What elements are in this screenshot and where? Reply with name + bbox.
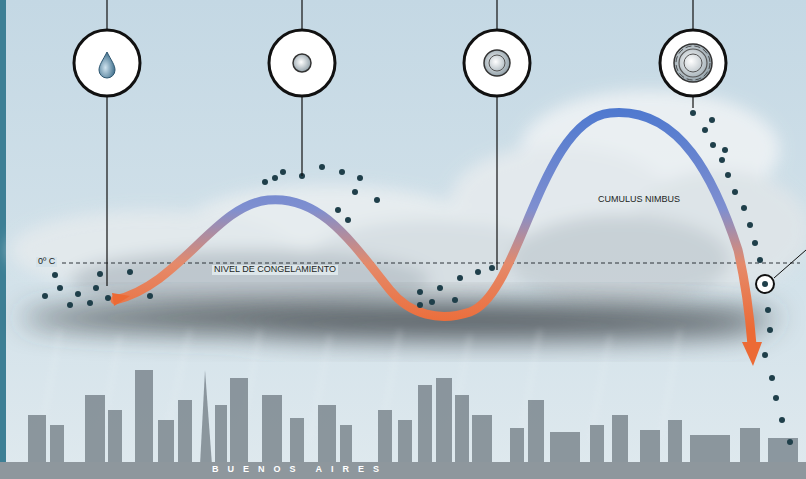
city-label: BUENOS AIRES (212, 465, 388, 475)
freezing-level-label: NIVEL DE CONGELAMIENTO (212, 265, 338, 275)
temperature-label: 0º C (36, 257, 57, 267)
cloud-type-label: CUMULUS NIMBUS (598, 195, 680, 205)
